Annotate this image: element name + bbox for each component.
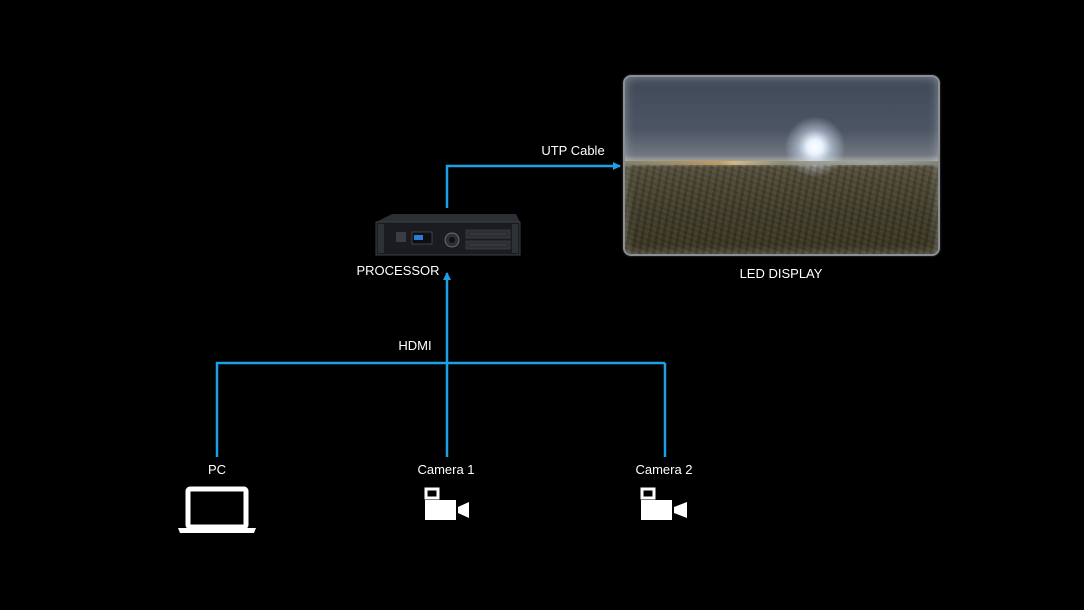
utp-cable-label: UTP Cable [541,143,605,158]
led-display-panel [623,75,940,256]
hdmi-label: HDMI [398,338,432,353]
processor-device-icon [375,214,521,256]
pc-label: PC [207,462,227,477]
led-display-label: LED DISPLAY [739,266,823,281]
hdmi-line-pc [215,361,665,457]
camera-1-label: Camera 1 [417,462,475,477]
video-camera-icon [424,487,469,520]
processor-label: PROCESSOR [356,263,440,278]
video-camera-icon [640,487,687,520]
laptop-icon [178,486,256,533]
display-horizon [625,161,938,165]
display-field [625,165,938,254]
utp-cable-line [445,162,621,208]
display-light-glow [785,117,845,177]
camera-2-label: Camera 2 [635,462,693,477]
